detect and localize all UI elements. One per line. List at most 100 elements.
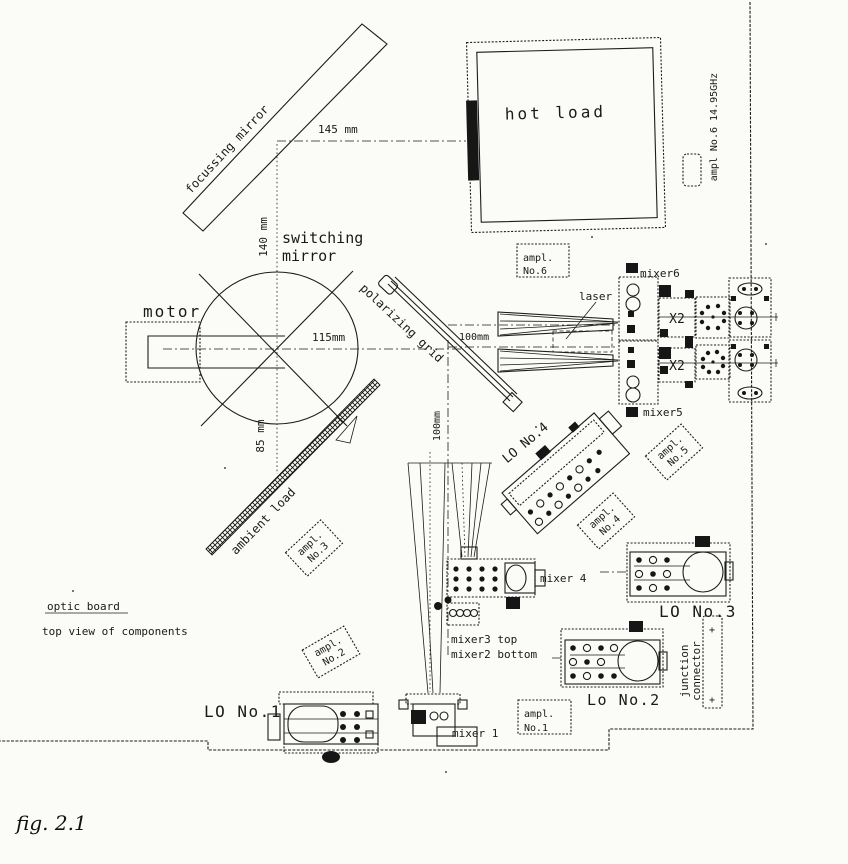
mixer6-label: mixer6 bbox=[640, 267, 680, 280]
board-subtitle: top view of components bbox=[42, 625, 188, 638]
junction-connector: + + junction connector bbox=[678, 615, 723, 709]
dim-140-label: 140 mm bbox=[257, 217, 270, 257]
dim-100h-label: 100mm bbox=[459, 332, 489, 343]
lo-no2-label: Lo No.2 bbox=[587, 691, 661, 709]
x2-multiplier-lower: X2 bbox=[658, 341, 696, 388]
mixer1-assembly: mixer 1 bbox=[398, 693, 498, 747]
switching-mirror-cross bbox=[198, 270, 354, 427]
ampl-no2-box: ampl. No.2 bbox=[301, 625, 361, 679]
ampl-no1-frame bbox=[517, 699, 572, 735]
lo-no3-assembly: LO No.3 bbox=[600, 536, 737, 621]
grid-cap-top bbox=[378, 274, 398, 295]
hot-load: hot load bbox=[465, 36, 667, 234]
focussing-mirror-label: focussing mirror bbox=[183, 102, 272, 196]
dim-line-100h bbox=[448, 324, 616, 348]
bolt-dots bbox=[453, 566, 498, 592]
laser-outline bbox=[552, 330, 613, 353]
ampl-no4-box: ampl. No.4 bbox=[576, 492, 636, 550]
focussing-mirror-shape bbox=[182, 23, 388, 232]
bolt-dots bbox=[699, 303, 727, 331]
ampl-no6-l2: No.6 bbox=[523, 266, 547, 277]
dim-145-label: 145 mm bbox=[318, 123, 358, 136]
component-center-lines bbox=[658, 313, 778, 367]
lo-no1-label: LO No.1 bbox=[204, 702, 282, 721]
feed-horns bbox=[497, 311, 619, 373]
ampl-no3-frame bbox=[284, 519, 344, 577]
lo-no3-label: LO No.3 bbox=[659, 602, 737, 621]
dimension-85mm: 85 mm bbox=[254, 352, 278, 474]
lo-no2-assembly: Lo No.2 bbox=[552, 621, 668, 709]
x2-upper-label: X2 bbox=[669, 312, 685, 327]
motor-shaft bbox=[147, 335, 285, 369]
bolt-dots bbox=[568, 643, 619, 681]
junction-plus-bottom: + bbox=[709, 695, 715, 706]
ampl-no5-frame bbox=[644, 423, 704, 481]
hot-load-label: hot load bbox=[505, 102, 607, 124]
hot-load-inner bbox=[476, 47, 658, 223]
beam-fan bbox=[407, 452, 492, 694]
dim-115-label: 115mm bbox=[312, 331, 345, 344]
hot-load-outer bbox=[465, 36, 667, 234]
ampl-no1-box: ampl. No.1 bbox=[517, 699, 572, 735]
mixer4-assembly: mixer 4 bbox=[446, 546, 587, 598]
bolt-flange-upper bbox=[695, 296, 731, 339]
grid-cap-bottom bbox=[502, 391, 523, 413]
lo-no4-label: LO No.4 bbox=[500, 420, 552, 467]
x2-lower-label: X2 bbox=[669, 359, 685, 374]
speckles bbox=[72, 236, 767, 773]
polarizing-grid: polarizing grid bbox=[357, 274, 523, 413]
ampl-no1-l1: ampl. bbox=[524, 709, 554, 720]
dim-100v-label: 100mm bbox=[432, 411, 443, 441]
figure-caption: fig. 2.1 bbox=[14, 811, 87, 835]
x2-lower-body bbox=[658, 347, 696, 383]
beam-arrow bbox=[335, 415, 358, 444]
bolt-dots bbox=[634, 555, 672, 593]
horn-beams bbox=[499, 313, 619, 372]
mixer2-label: mixer2 bottom bbox=[451, 648, 537, 661]
bolt-dots bbox=[700, 349, 726, 375]
dimension-145mm: 145 mm bbox=[277, 123, 466, 142]
laser: laser bbox=[552, 290, 613, 353]
board-outline bbox=[0, 1, 754, 751]
mixer1-label: mixer 1 bbox=[452, 727, 498, 740]
waveguide-plate-lower bbox=[728, 339, 772, 403]
mixer3-label: mixer3 top bbox=[451, 633, 517, 646]
horn-upper bbox=[497, 311, 614, 337]
dimension-100mm-horizontal: 100mm bbox=[448, 324, 616, 348]
ampl-no6-box: ampl. No.6 bbox=[516, 243, 570, 278]
bolt-flange-lower bbox=[695, 344, 731, 380]
ampl-no6-module-box bbox=[682, 153, 702, 187]
ambient-load: ambient load bbox=[205, 378, 381, 557]
ampl-no6-l1: ampl. bbox=[523, 253, 553, 264]
mixer5-label: mixer5 bbox=[643, 406, 683, 419]
ampl-no4-frame bbox=[576, 492, 636, 550]
board-title: optic board bbox=[47, 600, 120, 613]
x2-upper-body bbox=[658, 297, 696, 338]
switching-mirror-label-1: switching bbox=[282, 229, 363, 247]
switching-mirror-label-2: mirror bbox=[282, 247, 336, 265]
ampl-no2-frame bbox=[301, 625, 361, 679]
ambient-load-bar bbox=[205, 378, 381, 556]
mixer5-body bbox=[618, 340, 659, 405]
switching-mirror: switching mirror 115mm bbox=[163, 229, 462, 427]
lo-no1-assembly: LO No.1 bbox=[204, 691, 379, 763]
board-edge bbox=[0, 1, 754, 751]
motor: motor bbox=[125, 302, 285, 383]
mixer3-mixer2-block: mixer3 top mixer2 bottom bbox=[434, 596, 537, 661]
horn-lower bbox=[497, 348, 614, 373]
ampl-no3-box: ampl. No.3 bbox=[284, 519, 344, 577]
lo-no4-assembly bbox=[500, 410, 631, 535]
x2-multiplier-upper: X2 bbox=[658, 290, 696, 343]
motor-housing bbox=[125, 321, 201, 383]
polarizing-grid-label: polarizing grid bbox=[357, 281, 446, 365]
waveguide-plate-upper bbox=[728, 277, 772, 338]
ampl-no6-frame bbox=[516, 243, 570, 278]
hot-load-absorber bbox=[466, 100, 480, 181]
mixer4-label: mixer 4 bbox=[540, 572, 587, 585]
ampl-no6-module: ampl No.6 14.95GHz bbox=[682, 73, 720, 187]
junction-label-2: connector bbox=[690, 641, 703, 701]
ampl-no1-l2: No.1 bbox=[524, 723, 548, 734]
ampl-no5-box: ampl. No.5 bbox=[644, 423, 704, 481]
